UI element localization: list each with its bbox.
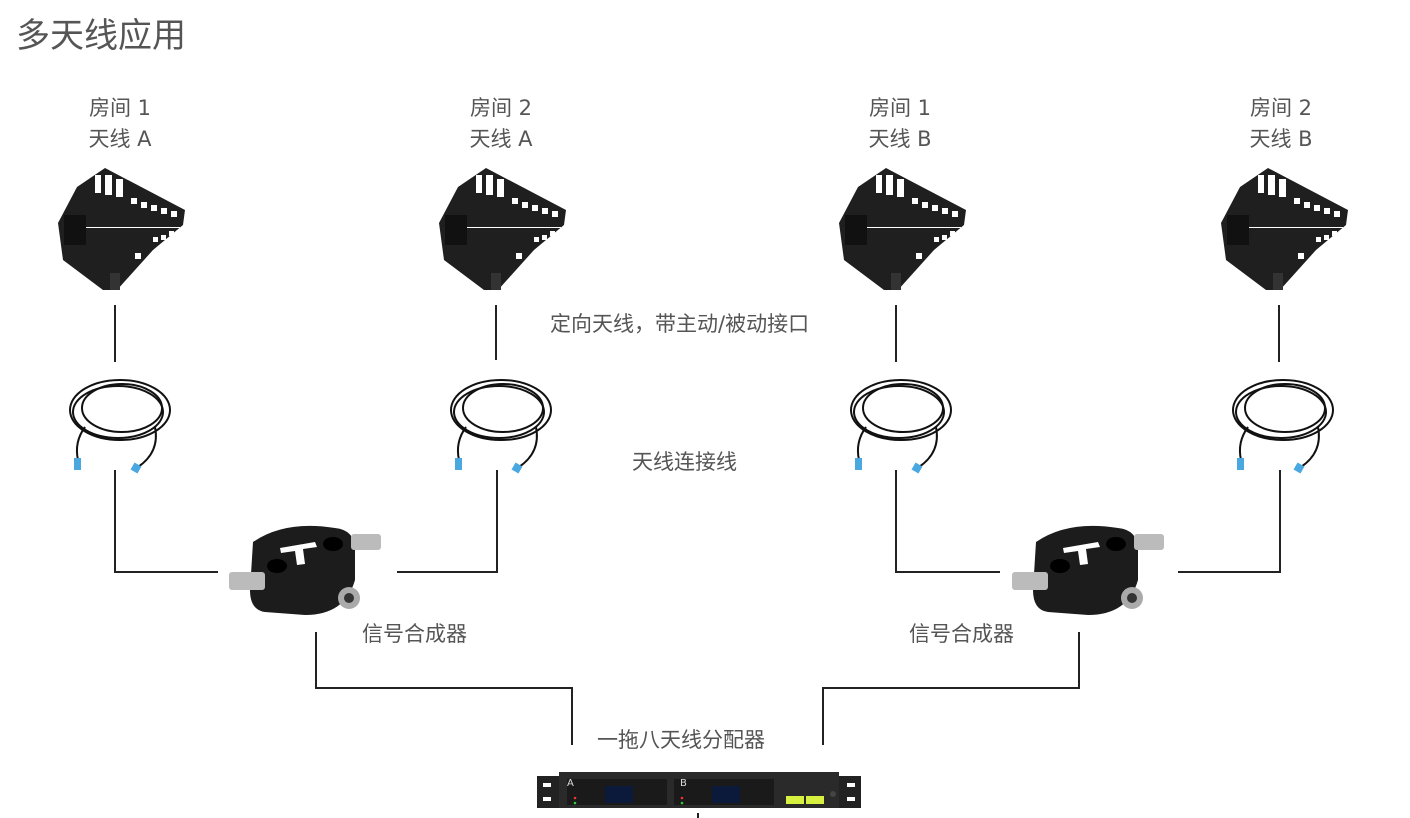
directional-antenna-4 — [1221, 168, 1348, 290]
antenna-name: 天线 A — [469, 127, 533, 151]
antenna-label-2: 房间 2 天线 A — [431, 93, 571, 155]
power-button[interactable] — [829, 790, 837, 798]
directional-antenna-3 — [839, 168, 966, 290]
room-label: 房间 2 — [1249, 96, 1313, 120]
signal-combiner-left — [229, 525, 381, 615]
channel-a-label: A — [567, 778, 574, 789]
room-label: 房间 2 — [469, 96, 533, 120]
antenna-label-3: 房间 1 天线 B — [830, 93, 970, 155]
room-label: 房间 1 — [88, 96, 152, 120]
distributor-caption: 一拖八天线分配器 — [597, 728, 765, 752]
antenna-cable-4 — [1232, 379, 1334, 475]
directional-antenna-1 — [58, 168, 185, 290]
page-title: 多天线应用 — [16, 16, 186, 56]
room-label: 房间 1 — [868, 96, 932, 120]
antenna-label-4: 房间 2 天线 B — [1211, 93, 1351, 155]
antenna-cable-1 — [69, 379, 171, 475]
signal-combiner-right — [1012, 525, 1164, 615]
combiner-caption-right: 信号合成器 — [909, 622, 1014, 646]
combiner-caption-left: 信号合成器 — [362, 622, 467, 646]
antenna-name: 天线 A — [88, 127, 152, 151]
antenna-caption: 定向天线，带主动/被动接口 — [550, 312, 810, 336]
antenna-name: 天线 B — [868, 127, 932, 151]
antenna-distributor: A B — [537, 770, 861, 808]
antenna-cable-3 — [850, 379, 952, 475]
antenna-label-1: 房间 1 天线 A — [50, 93, 190, 155]
antenna-cable-2 — [450, 379, 552, 475]
cable-caption: 天线连接线 — [632, 450, 737, 474]
directional-antenna-2 — [439, 168, 566, 290]
antenna-name: 天线 B — [1249, 127, 1313, 151]
channel-b-label: B — [680, 778, 687, 789]
